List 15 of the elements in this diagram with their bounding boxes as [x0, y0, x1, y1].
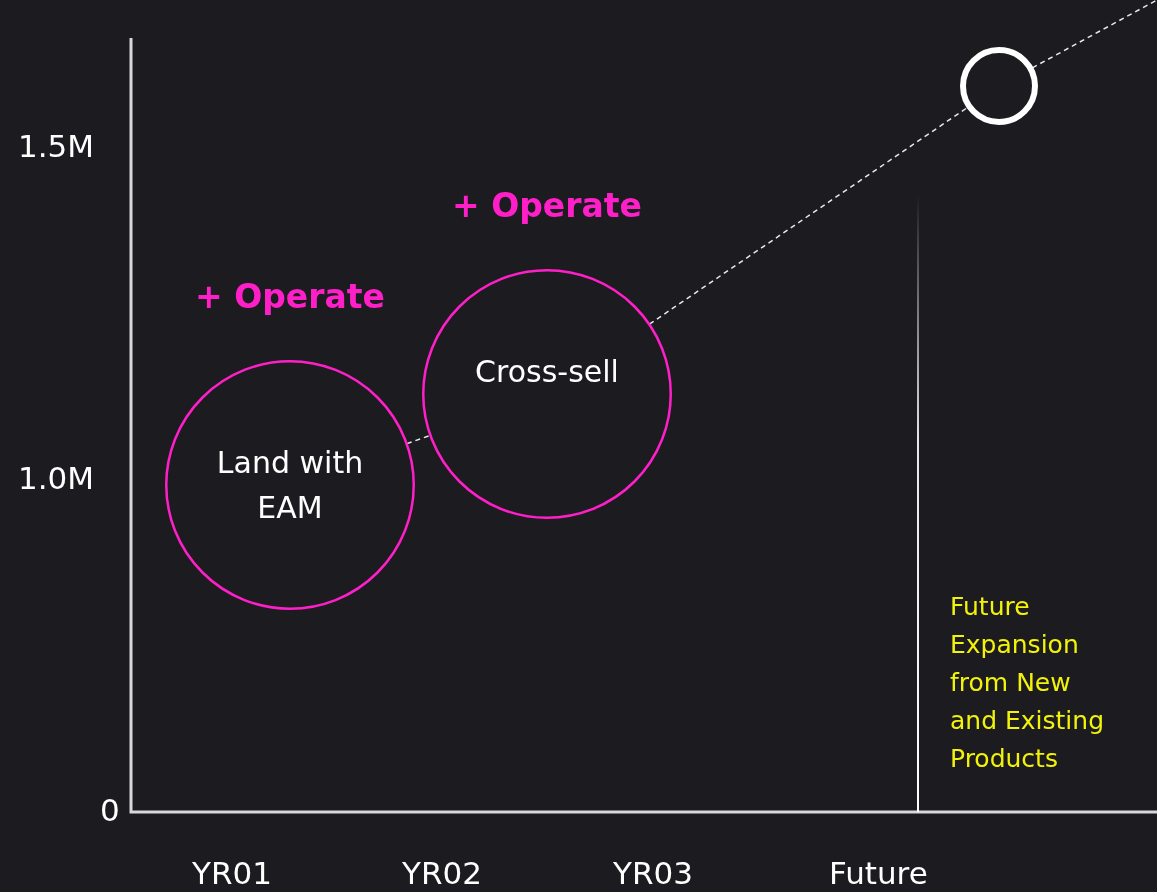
axis-tick-label: YR02	[402, 855, 482, 891]
axis-tick-label: YR03	[613, 855, 693, 891]
trend-line	[1031, 0, 1157, 69]
axis-tick-label: 1.0M	[18, 460, 95, 496]
trend-line	[648, 106, 969, 325]
bubble-heading: + Operate	[194, 277, 386, 316]
bubble-heading: + Operate	[451, 186, 643, 225]
bubble-label: Land with EAM	[215, 444, 365, 527]
axis-tick-label: 0	[100, 792, 120, 828]
axis-tick-label: 1.5M	[18, 128, 95, 164]
annotation-text: Future Expansion from New and Existing Products	[950, 591, 1105, 775]
trend-line	[406, 434, 431, 445]
axis-tick-label: YR01	[192, 855, 272, 891]
axis-tick-label: Future	[829, 855, 928, 891]
bubble-label: Cross-sell	[474, 353, 620, 391]
